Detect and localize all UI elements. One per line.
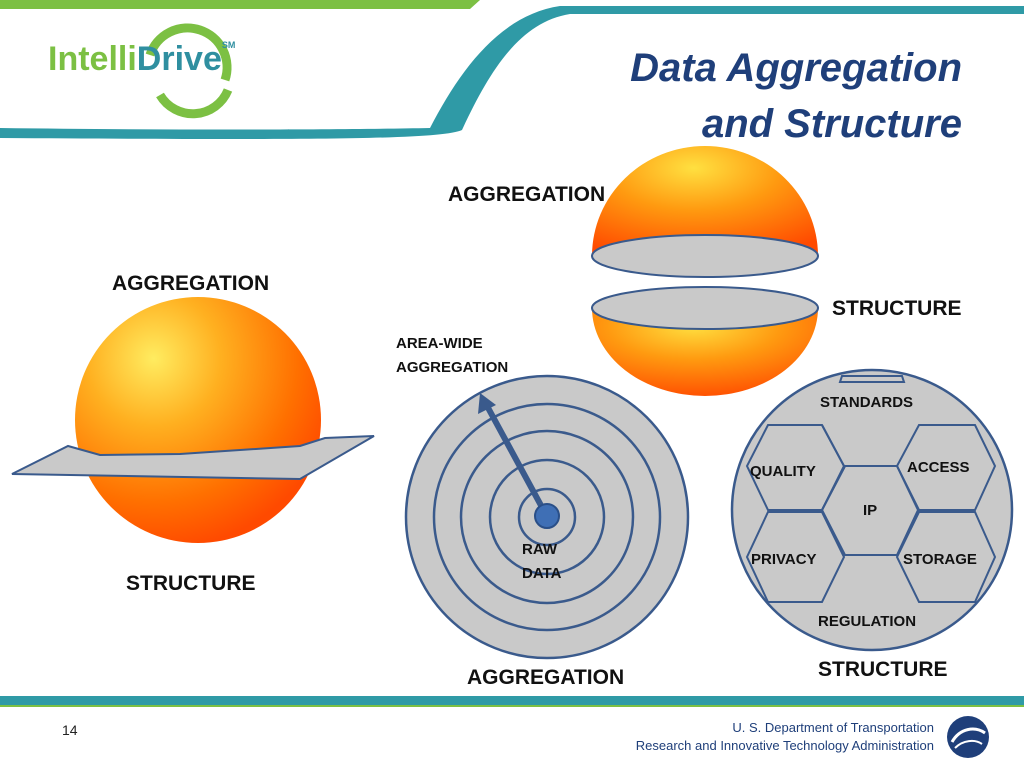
raw-data-label-line2: DATA <box>522 565 562 582</box>
slide-title: Data Aggregation and Structure <box>630 40 962 152</box>
left-sphere-aggregation-label: AGGREGATION <box>112 272 270 295</box>
split-sphere-structure-label: STRUCTURE <box>832 297 962 320</box>
hex-label-standards: STANDARDS <box>820 394 914 411</box>
hex-label-regulation: REGULATION <box>818 613 917 630</box>
raw-data-label-line1: RAW <box>522 541 557 558</box>
left-sphere-structure-label: STRUCTURE <box>126 572 256 595</box>
hex-label-privacy: PRIVACY <box>751 551 817 568</box>
hex-cells <box>745 375 997 603</box>
logo-text-intelli: Intelli <box>48 40 137 78</box>
left-structure-plane <box>11 435 375 481</box>
title-line-2: and Structure <box>701 102 962 146</box>
logo-text: IntelliDriveSM <box>48 40 235 79</box>
split-sphere-aggregation-label: AGGREGATION <box>448 183 606 206</box>
hex-label-access: ACCESS <box>907 459 970 476</box>
area-wide-label-line1: AREA-WIDE <box>396 335 483 352</box>
footer-band <box>0 696 1024 705</box>
hex-label-quality: QUALITY <box>750 463 816 480</box>
split-sphere <box>591 146 819 396</box>
hex-structure-label: STRUCTURE <box>818 658 948 681</box>
logo-text-drive: Drive <box>136 40 222 78</box>
header-swoosh <box>0 0 1024 140</box>
area-wide-label-line2: AGGREGATION <box>396 359 509 376</box>
dot-logo-icon <box>947 716 989 758</box>
hex-circle <box>730 368 1014 652</box>
hex-label-storage: STORAGE <box>903 551 977 568</box>
logo-mark: SM <box>221 40 236 50</box>
left-sphere <box>75 297 321 543</box>
title-line-1: Data Aggregation <box>630 46 962 90</box>
rings-aggregation-label: AGGREGATION <box>467 666 625 689</box>
hex-label-ip: IP <box>863 502 878 519</box>
page-number: 14 <box>62 722 78 738</box>
agency-line-1: U. S. Department of Transportation <box>732 720 934 735</box>
agency-line-2: Research and Innovative Technology Admin… <box>635 738 934 753</box>
area-wide-arrow <box>478 393 560 529</box>
footer-band-accent <box>0 705 1024 707</box>
intellidrive-logo <box>145 23 233 119</box>
